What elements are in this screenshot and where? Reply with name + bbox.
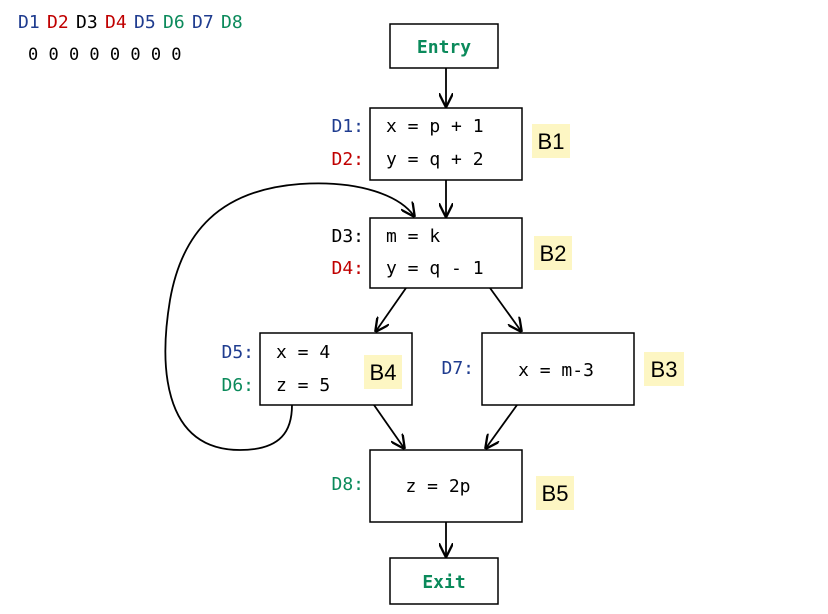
b1-code-1: y = q + 2 [386,149,484,170]
entry-label: Entry [417,37,471,58]
b5-def-label-0: D8: [331,474,364,495]
b4-code-1: z = 5 [276,375,330,396]
def-label-d8: D8 [221,12,243,33]
b1-def-label-0: D1: [331,116,364,137]
b5-badge-bg [536,476,574,510]
exit-label: Exit [422,572,465,593]
b2-badge-bg [534,236,572,270]
b2-def-label-0: D3: [331,226,364,247]
def-label-d7: D7 [192,12,214,33]
definition-labels-row: D1 D2 D3 D4 D5 D6 D7 D8 [18,12,243,33]
b4-code-0: x = 4 [276,342,330,363]
b2-def-label-1: D4: [331,258,364,279]
b2-code-1: y = q - 1 [386,258,484,279]
def-label-d4: D4 [105,12,127,33]
b1-name: B1 [538,129,565,154]
def-label-d1: D1 [18,12,40,33]
def-label-d2: D2 [47,12,69,33]
definition-bitvector: D1 D2 D3 D4 D5 D6 D7 D8 0 0 0 0 0 0 0 0 [18,12,243,65]
b3-def-label-0: D7: [441,358,474,379]
b2-name: B2 [540,241,567,266]
b4-badge-bg [364,355,402,389]
b4-name: B4 [370,360,397,385]
b1-code-0: x = p + 1 [386,116,484,137]
edge-b4-b2-backedge [164,182,414,451]
b1-badge-bg [532,124,570,158]
b3-name: B3 [651,357,678,382]
b4-def-label-1: D6: [221,375,254,396]
edge-b3-b5 [486,404,518,448]
edge-b2-b3 [489,287,521,331]
entry-node [389,23,499,69]
b1-def-label-1: D2: [331,149,364,170]
b3-code-0: x = m-3 [518,360,594,381]
def-label-d6: D6 [163,12,185,33]
def-label-d5: D5 [134,12,156,33]
bitvector-values: 0 0 0 0 0 0 0 0 [28,45,182,65]
edge-b4-b5 [373,404,404,448]
block-b1 [369,107,523,181]
b4-def-label-0: D5: [221,342,254,363]
b2-code-0: m = k [386,226,440,247]
block-b2 [369,217,523,289]
block-b3 [481,332,635,406]
b5-name: B5 [542,481,569,506]
def-label-d3: D3 [76,12,98,33]
b5-code-0: z = 2p [405,476,470,497]
edge-b2-b4 [376,287,407,331]
exit-node [389,557,499,605]
b3-badge-bg [644,352,684,386]
